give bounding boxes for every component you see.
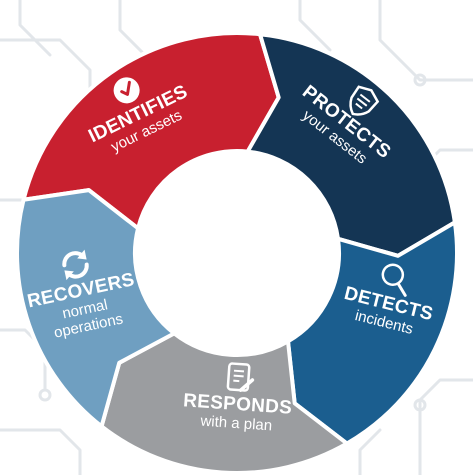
shield-icon-lines bbox=[355, 93, 371, 110]
checklist-icon bbox=[113, 77, 140, 104]
document-pen-icon-lines bbox=[233, 369, 245, 383]
checklist-icon-mark bbox=[120, 80, 131, 96]
magnifier-icon bbox=[381, 263, 407, 297]
center-hole bbox=[135, 151, 339, 355]
refresh-icon bbox=[62, 249, 89, 281]
document-pen-icon-page bbox=[226, 362, 251, 392]
refresh-icon-head-bottom bbox=[64, 270, 74, 281]
document-pen-icon bbox=[226, 362, 255, 392]
shield-icon bbox=[349, 85, 380, 116]
magnifier-icon-handle bbox=[397, 282, 407, 297]
shield-icon-outline bbox=[349, 85, 380, 116]
cycle-segments bbox=[15, 31, 459, 475]
magnifier-icon-lens bbox=[381, 263, 405, 286]
refresh-icon-head-top bbox=[77, 249, 87, 260]
subtitle-responds: with a plan bbox=[199, 412, 273, 434]
document-pen-icon-pen bbox=[238, 378, 255, 392]
